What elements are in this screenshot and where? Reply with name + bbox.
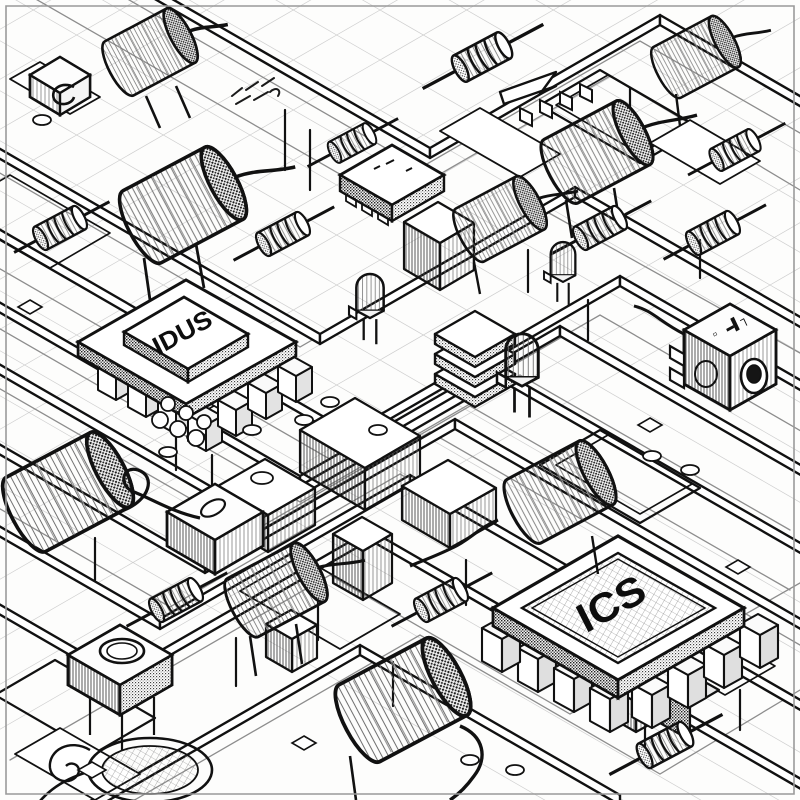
capacitor-top-right[interactable] — [531, 71, 707, 211]
capacitor-bottom-center-leads — [348, 755, 358, 800]
small-circles-cluster — [151, 396, 212, 447]
resistor-mid-left[interactable] — [227, 195, 340, 271]
small-boxes-layer — [216, 200, 721, 742]
module-lead — [633, 304, 685, 336]
capacitor-bottom-center-lead — [449, 724, 484, 800]
resistor-top-center[interactable] — [416, 12, 550, 102]
scribble-marks-top — [231, 77, 281, 105]
module-trimmer-pot[interactable] — [65, 623, 175, 751]
capacitor-top-left-leads — [144, 85, 192, 129]
capacitor-top-left[interactable] — [94, 0, 236, 102]
capacitor-left-large[interactable] — [109, 114, 305, 271]
socket-top-left[interactable] — [27, 55, 93, 118]
capacitor-corner-leads — [674, 93, 682, 127]
header-pins-top — [519, 82, 593, 128]
marker-squares — [16, 299, 752, 779]
capacitor-corner-top-right[interactable] — [643, 0, 779, 104]
corner-spiral-bottom-left — [48, 744, 91, 783]
capacitor-left-large-leads — [142, 243, 206, 301]
module-block-left[interactable] — [164, 482, 266, 577]
resistor-top-center-small[interactable] — [302, 108, 404, 177]
capacitor-center-right-leads — [590, 535, 600, 575]
capacitor-center-right-lead — [409, 518, 499, 568]
ic-right-die-window — [519, 551, 718, 665]
capacitor-left-edge-spiral-lead — [122, 467, 201, 520]
arrow-marker — [498, 70, 558, 106]
board-edge-frame — [5, 5, 795, 795]
capacitor-center-top-leads — [472, 261, 482, 295]
ic-right-ics[interactable]: ICS — [480, 534, 780, 734]
resistor-right-edge[interactable] — [657, 193, 772, 270]
resistor-lower-center[interactable] — [385, 561, 498, 637]
resistor-lower-left[interactable] — [120, 561, 233, 637]
capacitor-lower-center-left-leads — [248, 623, 304, 677]
ic-small-smd-chip[interactable] — [337, 143, 447, 227]
resistor-left-edge[interactable] — [8, 190, 116, 264]
capacitor-center-top[interactable] — [445, 154, 586, 268]
module-cube-dial[interactable]: ▫ ▬▌┐ — [633, 302, 779, 413]
capacitor-lower-center-left[interactable] — [216, 517, 373, 644]
ic-small-top-marks — [373, 159, 413, 172]
resistor-bottom-right[interactable] — [603, 702, 729, 786]
resistor-upper-right[interactable] — [682, 112, 791, 186]
